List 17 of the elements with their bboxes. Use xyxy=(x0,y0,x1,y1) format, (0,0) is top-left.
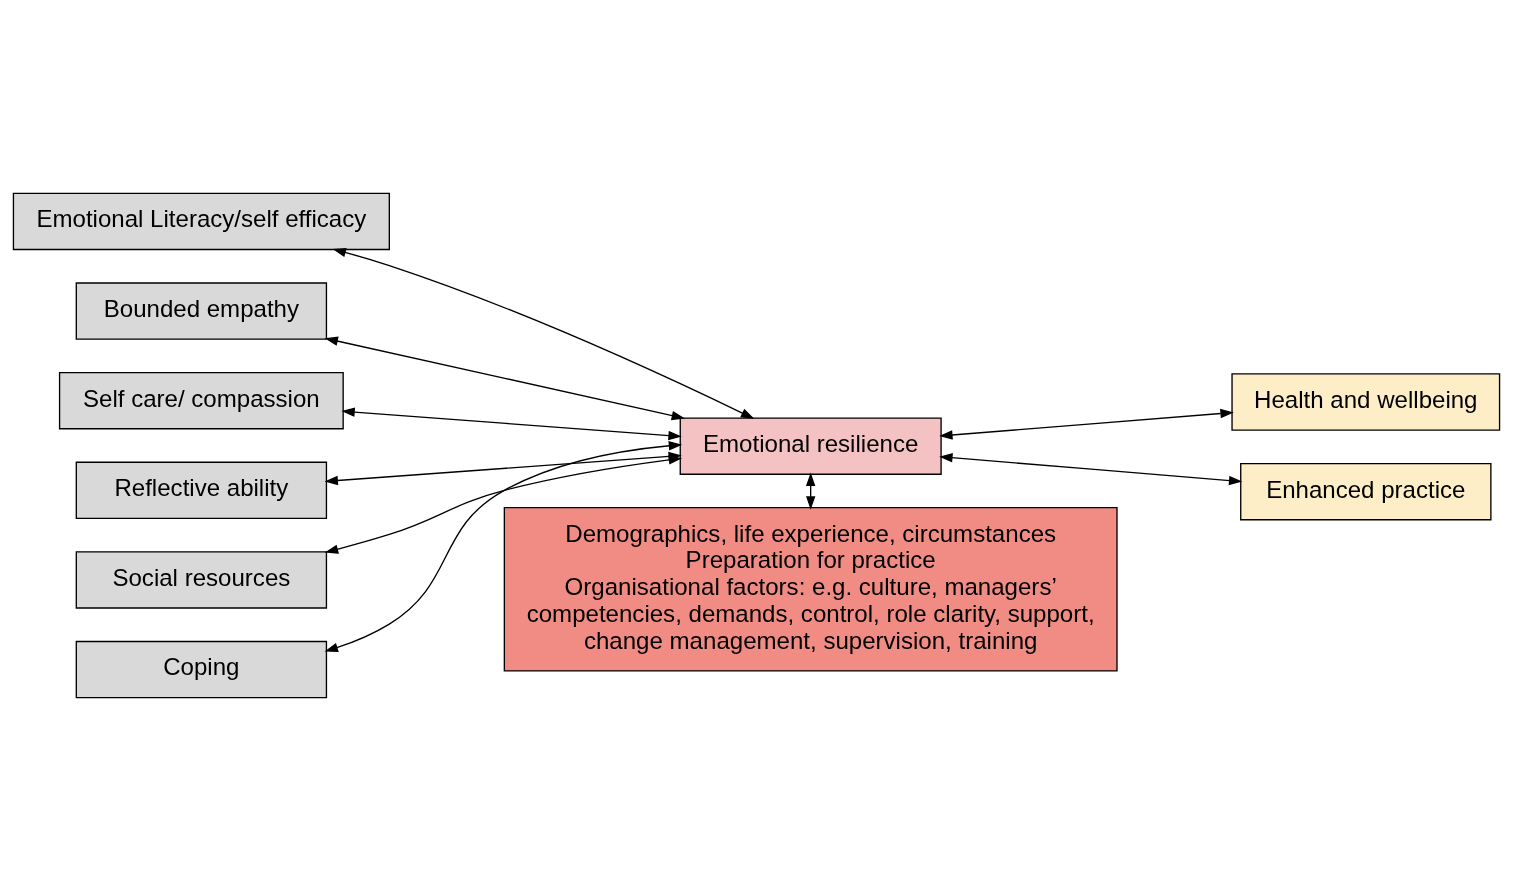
node-box: Emotional resilience xyxy=(679,417,942,475)
node-box: Enhanced practice xyxy=(1240,462,1492,521)
arrow xyxy=(341,407,682,441)
arrow xyxy=(324,455,683,554)
node-box: Self care/ compassion xyxy=(58,371,344,430)
arrow xyxy=(806,472,816,510)
arrow xyxy=(939,408,1234,440)
node-box: Reflective ability xyxy=(75,461,328,520)
node-box: Bounded empathy xyxy=(75,282,328,340)
arrow xyxy=(332,247,755,419)
node-box: Emotional Literacy/self efficacy xyxy=(12,192,390,251)
node-box: Coping xyxy=(75,640,328,699)
node-box: Health and wellbeing xyxy=(1231,373,1501,431)
arrow xyxy=(939,453,1243,486)
node-box: Social resources xyxy=(75,551,328,609)
node-box: Demographics, life experience, circumstances Preparation for practice Organisational factors: e.g. culture, managers’ competencies, demands, control, role clarity, support, change management, supervision, training xyxy=(503,507,1118,672)
arrow xyxy=(324,336,685,421)
